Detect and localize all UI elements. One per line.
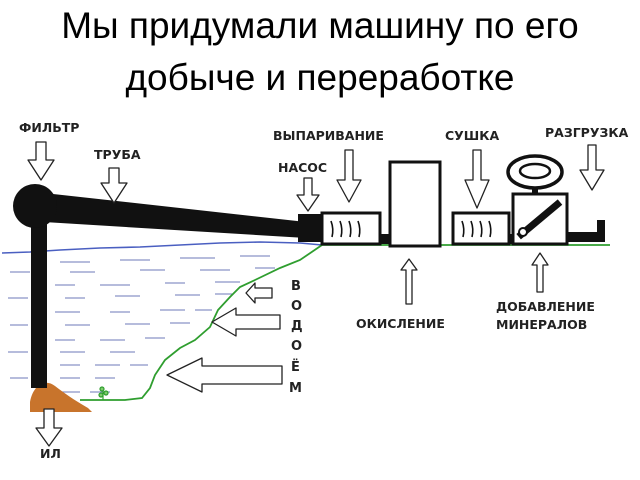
label-oxidation: ОКИСЛЕНИЕ [356,316,445,331]
page-title: Мы придумали машину по его добыче и пере… [61,5,579,98]
drying-coils [461,220,492,238]
vertical-pipe [31,210,47,388]
shoreline [80,244,323,401]
water-surface-line [1,241,323,254]
arrow-pipe-icon [100,167,128,204]
filter-ball [13,184,57,228]
unloading-chute [567,232,605,242]
arrow-minerals-icon [531,252,549,293]
label-silt: ИЛ [40,446,61,461]
label-drying: СУШКА [445,128,499,143]
label-pump: НАСОС [278,160,327,175]
arrow-reservoir-medium-icon [211,307,281,337]
oxidation-tank [388,160,442,248]
arrow-reservoir-small-icon [245,282,273,304]
label-minerals-line1: ДОБАВЛЕНИЕ [496,299,595,314]
reservoir-letter: В [291,279,301,294]
unloading-chute-end [597,220,605,242]
arrows [27,141,605,447]
reservoir-letter: Д [291,319,303,334]
arrow-filter-icon [27,141,55,181]
silt-deposit [30,382,92,412]
horizontal-pipe [44,193,306,238]
label-reservoir-vertical: В О Д О Ё М [289,279,303,396]
mixer-rod [516,199,563,240]
reservoir-letter: Ё [291,359,300,375]
arrow-drying-icon [464,149,490,209]
arrow-unloading-icon [579,144,605,191]
label-minerals-line2: МИНЕРАЛОВ [496,317,587,332]
arrow-reservoir-large-icon [166,357,283,393]
arrow-silt-icon [35,408,63,447]
reservoir-letter: О [291,299,302,314]
arrow-oxidation-icon [400,258,418,305]
reservoir-letter: О [291,339,302,354]
label-pipe: ТРУБА [94,147,141,162]
arrow-evaporation-icon [336,149,362,203]
mixer-knob [518,227,528,237]
arrow-pump-icon [296,177,320,212]
connector-block [380,234,390,244]
reservoir-letter: М [289,381,302,396]
label-filter: ФИЛЬТР [19,120,79,135]
pump-block [298,214,322,242]
water-ripples [8,255,275,393]
hopper-funnel-inner [518,162,552,180]
label-unloading: РАЗГРУЗКА [545,125,629,140]
plant-icon [98,386,109,400]
label-evaporation: ВЫПАРИВАНИЕ [273,128,384,143]
evaporation-coils [330,220,361,238]
